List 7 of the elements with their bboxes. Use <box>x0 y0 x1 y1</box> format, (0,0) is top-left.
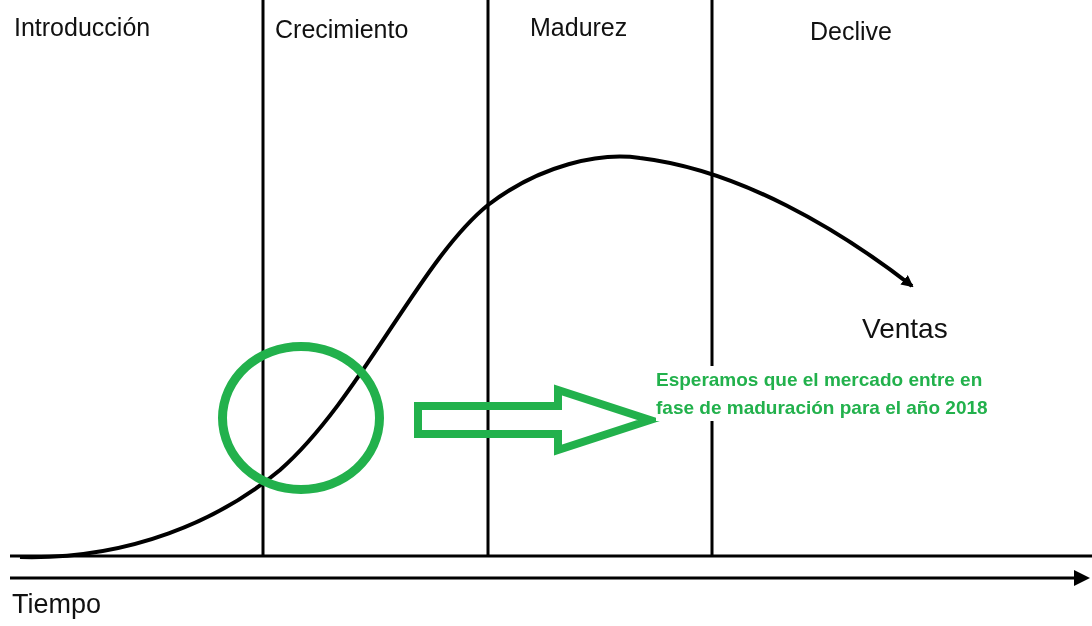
axis-label: Tiempo <box>12 590 102 620</box>
phase-label: Declive <box>810 18 892 46</box>
phase-label: Introducción <box>14 14 151 42</box>
phase-label: Crecimiento <box>275 16 409 44</box>
phase-label: Madurez <box>530 14 628 42</box>
highlight-circle <box>218 342 384 494</box>
curve-label: Ventas <box>862 314 948 345</box>
